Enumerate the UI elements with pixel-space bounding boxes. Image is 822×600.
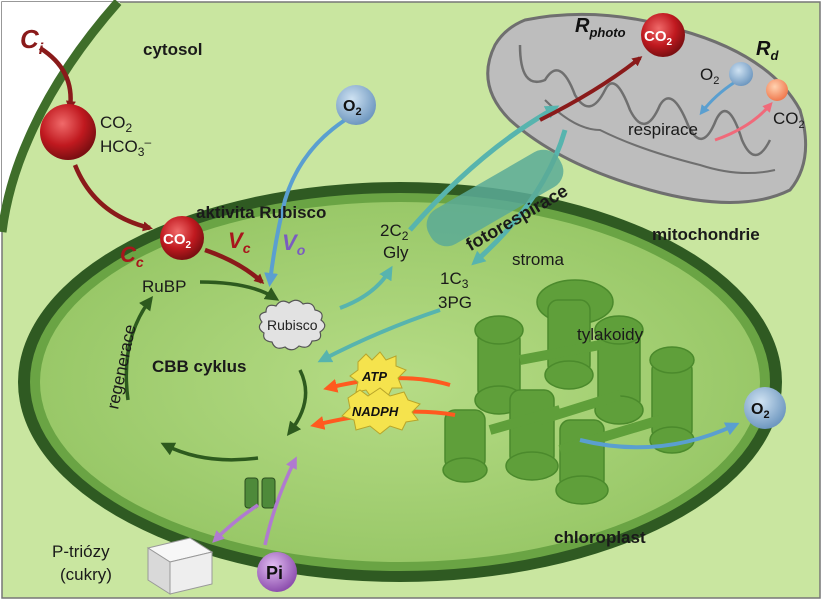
ci-label: Ci	[20, 24, 44, 58]
mitochondrion	[486, 12, 808, 204]
chloroplast-label: chloroplast	[554, 528, 646, 547]
arrow-o2-respirace	[699, 80, 736, 116]
cytosol-label: cytosol	[143, 40, 203, 59]
arrow-cytosol-co2-to-cc	[72, 164, 153, 232]
cc-co2-ball	[160, 216, 204, 260]
arrow-rd-co2	[714, 101, 773, 142]
pi-ball	[257, 552, 297, 592]
cell-wall	[0, 0, 122, 233]
c3-label: 1C3	[440, 269, 469, 291]
arrow-cbb-bottom	[160, 442, 259, 462]
gly-label: Gly	[383, 243, 409, 262]
cbb-label: CBB cyklus	[152, 357, 246, 376]
cc-co2-text: CO2	[163, 231, 192, 251]
vc-label: Vc	[228, 228, 251, 256]
o2-ball-mito	[729, 62, 753, 86]
rubisco-label: Rubisco	[267, 317, 318, 333]
respirace-label: respirace	[628, 120, 698, 139]
pi-text: Pi	[266, 563, 283, 583]
o2-ball-top	[336, 85, 376, 125]
atp-label: ATP	[361, 369, 387, 384]
thylakoids	[442, 279, 695, 505]
arrow-vo	[264, 118, 347, 287]
nadph-burst	[341, 387, 421, 435]
arrow-pi	[263, 456, 297, 546]
rd-label: Rd	[756, 38, 779, 63]
nadph-label: NADPH	[352, 404, 399, 419]
cukry-label: (cukry)	[60, 565, 112, 584]
pga-label: 3PG	[438, 293, 472, 312]
vo-label: Vo	[282, 230, 306, 258]
rubp-label: RuBP	[142, 277, 186, 296]
arrow-ci-to-cytosol-co2	[38, 46, 76, 111]
arrow-vc	[204, 247, 265, 285]
rphoto-co2-text: CO2	[644, 28, 673, 48]
arrow-rphoto	[539, 56, 643, 122]
arrow-o2-out	[579, 422, 740, 450]
o2-top-text: O2	[343, 98, 362, 118]
arrow-ptriozy	[212, 503, 259, 543]
co2-mito-label: CO2	[773, 109, 805, 131]
o2-ball-out	[744, 387, 786, 429]
c2-label: 2C2	[380, 221, 409, 243]
cc-label: Cc	[120, 242, 144, 270]
tylakoidy-label: tylakoidy	[577, 325, 644, 344]
o2-mito-label: O2	[700, 65, 719, 87]
cytosol-co2-label: CO2	[100, 113, 133, 135]
ptriozy-cube	[146, 537, 214, 595]
aktivita-label: aktivita Rubisco	[196, 203, 326, 222]
transporter-channel	[244, 477, 276, 509]
rphoto-co2-ball	[641, 13, 685, 57]
ptriozy-label: P-triózy	[52, 542, 110, 561]
arrow-cbb-to-output	[286, 369, 308, 436]
atp-burst	[349, 351, 407, 399]
hco3-label: HCO3–	[100, 135, 151, 159]
rphoto-label: Rphoto	[575, 15, 626, 40]
co2-ball-mito	[766, 79, 788, 101]
fotorespirace-band	[426, 149, 564, 247]
mitochondrie-label: mitochondrie	[652, 225, 760, 244]
arrow-rubisco-to-gly	[339, 265, 393, 310]
stroma-label: stroma	[512, 250, 565, 269]
cytosol-co2-ball	[40, 104, 96, 160]
arrow-rubp-to-rubisco	[199, 280, 280, 301]
cell-exterior	[2, 2, 120, 230]
rubisco-shape	[258, 299, 326, 351]
arrow-gly-to-mito	[408, 105, 560, 232]
arrow-3pg-to-cbb	[317, 308, 441, 363]
arrow-regenerace	[124, 295, 153, 401]
o2-out-text: O2	[751, 401, 770, 421]
